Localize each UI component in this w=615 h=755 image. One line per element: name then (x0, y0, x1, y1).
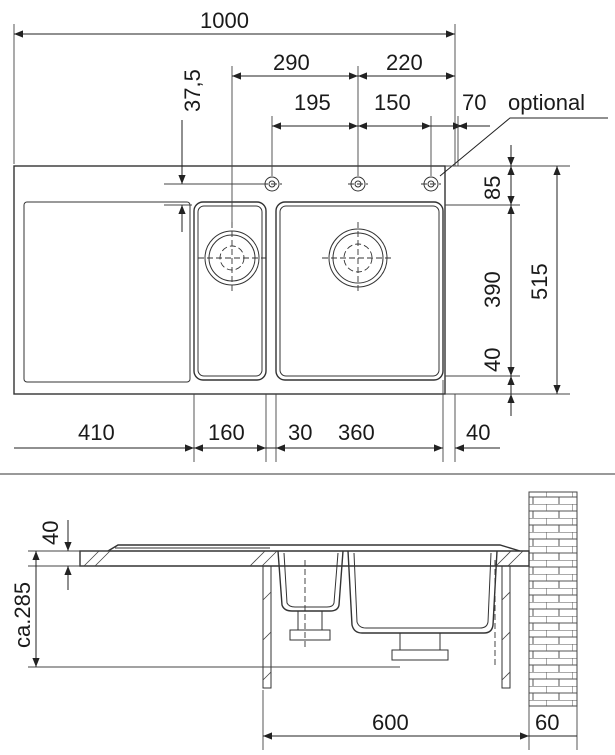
small-bowl-width-label: 160 (208, 420, 245, 445)
large-bowl-width-label: 360 (338, 420, 375, 445)
overall-depth-label: 515 (527, 263, 552, 300)
plan-view: 1000 290 220 195 150 70 optional 37,5 85… (13, 8, 608, 462)
right-margin-label: 40 (466, 420, 490, 445)
brick-wall (528, 491, 578, 707)
bowl-depth-label: 390 (480, 271, 505, 308)
sink-section (107, 544, 521, 665)
drainer-area (23, 201, 191, 383)
tap-offset-70-label: 70 (462, 90, 486, 115)
section-view: 40 ca.285 600 60 (10, 491, 578, 750)
tap-offset-150-label: 150 (374, 90, 411, 115)
wall-offset-label: 60 (535, 710, 559, 735)
tap-depth-label: 85 (480, 176, 505, 200)
edge-to-tap-label: 37,5 (180, 69, 205, 112)
small-bowl (193, 201, 267, 381)
divider-width-label: 30 (288, 420, 312, 445)
drainer-width-label: 410 (78, 420, 115, 445)
tap-offset-195-label: 195 (294, 90, 331, 115)
overall-height-label: ca.285 (10, 582, 35, 648)
sink-outline (13, 165, 446, 395)
optional-label: optional (508, 90, 585, 115)
small-bowl-drain (198, 222, 266, 294)
rim-height-label: 40 (38, 521, 63, 545)
large-bowl (275, 201, 444, 381)
tap-offset-220-label: 220 (386, 50, 423, 75)
countertop (79, 550, 530, 567)
cabinet-sides (262, 565, 511, 689)
overall-width-label: 1000 (200, 8, 249, 33)
tap-holes (262, 176, 441, 192)
bottom-margin-label: 40 (480, 348, 505, 372)
tap-offset-290-label: 290 (273, 50, 310, 75)
large-bowl-drain (322, 222, 394, 294)
cabinet-width-label: 600 (372, 710, 409, 735)
